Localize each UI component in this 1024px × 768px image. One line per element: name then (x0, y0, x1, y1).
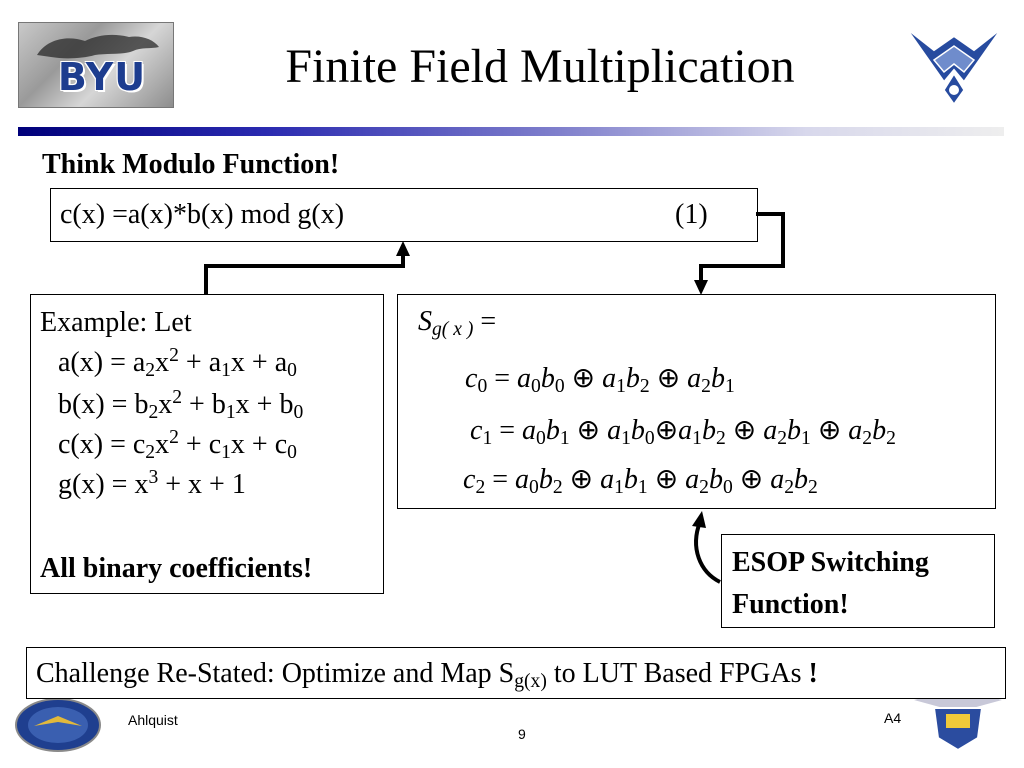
esop-line-1: ESOP Switching (732, 547, 929, 578)
footer-author: Ahlquist (128, 712, 178, 728)
arrow-example-to-equation (204, 252, 405, 294)
c0-equation: c0 = a0b0 ⊕ a1b2 ⊕ a2b1 (465, 363, 735, 397)
s-gx-heading: Sg( x ) = (418, 306, 497, 340)
equation-text: c(x) =a(x)*b(x) mod g(x) (60, 199, 345, 230)
esop-callout-box (721, 534, 995, 628)
air-force-logo (905, 27, 1003, 106)
c1-equation: c1 = a0b1 ⊕ a1b0⊕a1b2 ⊕ a2b1 ⊕ a2b2 (470, 415, 896, 449)
challenge-box (26, 647, 1006, 699)
footer-page-number: 9 (518, 726, 526, 742)
arrow-equation-to-s (699, 212, 785, 282)
subhead: Think Modulo Function! (42, 149, 340, 180)
training-command-badge-icon (15, 698, 101, 752)
binary-note: All binary coefficients! (40, 553, 313, 584)
challenge-text: Challenge Re-Stated: Optimize and Map Sg… (36, 658, 818, 692)
esop-line-2: Function! (732, 589, 849, 620)
arrowhead-down (694, 280, 708, 295)
example-heading: Example: Let (40, 307, 192, 338)
title-rule (18, 127, 1004, 136)
arrow-esop-to-s (694, 521, 721, 584)
byu-logo-text: BYU (57, 55, 147, 99)
poly-b: b(x) = b2x2 + b1x + b0 (58, 387, 304, 423)
byu-logo: BYU (18, 22, 174, 108)
esop-callout-text: ESOP Switching Function! (732, 542, 992, 626)
arrowhead-up (396, 241, 410, 256)
poly-a: a(x) = a2x2 + a1x + a0 (58, 345, 297, 381)
arrowhead-curve (692, 511, 706, 528)
poly-c: c(x) = c2x2 + c1x + c0 (58, 427, 297, 463)
cougar-icon (37, 34, 159, 59)
footer-code: A4 (884, 710, 902, 726)
example-box (30, 294, 384, 594)
equation-box (50, 188, 758, 242)
equation-number: (1) (675, 199, 708, 230)
esop-equations-box (397, 294, 996, 509)
poly-g: g(x) = x3 + x + 1 (58, 467, 246, 500)
c2-equation: c2 = a0b2 ⊕ a1b1 ⊕ a2b0 ⊕ a2b2 (463, 464, 818, 498)
slide-title: Finite Field Multiplication (285, 40, 795, 93)
